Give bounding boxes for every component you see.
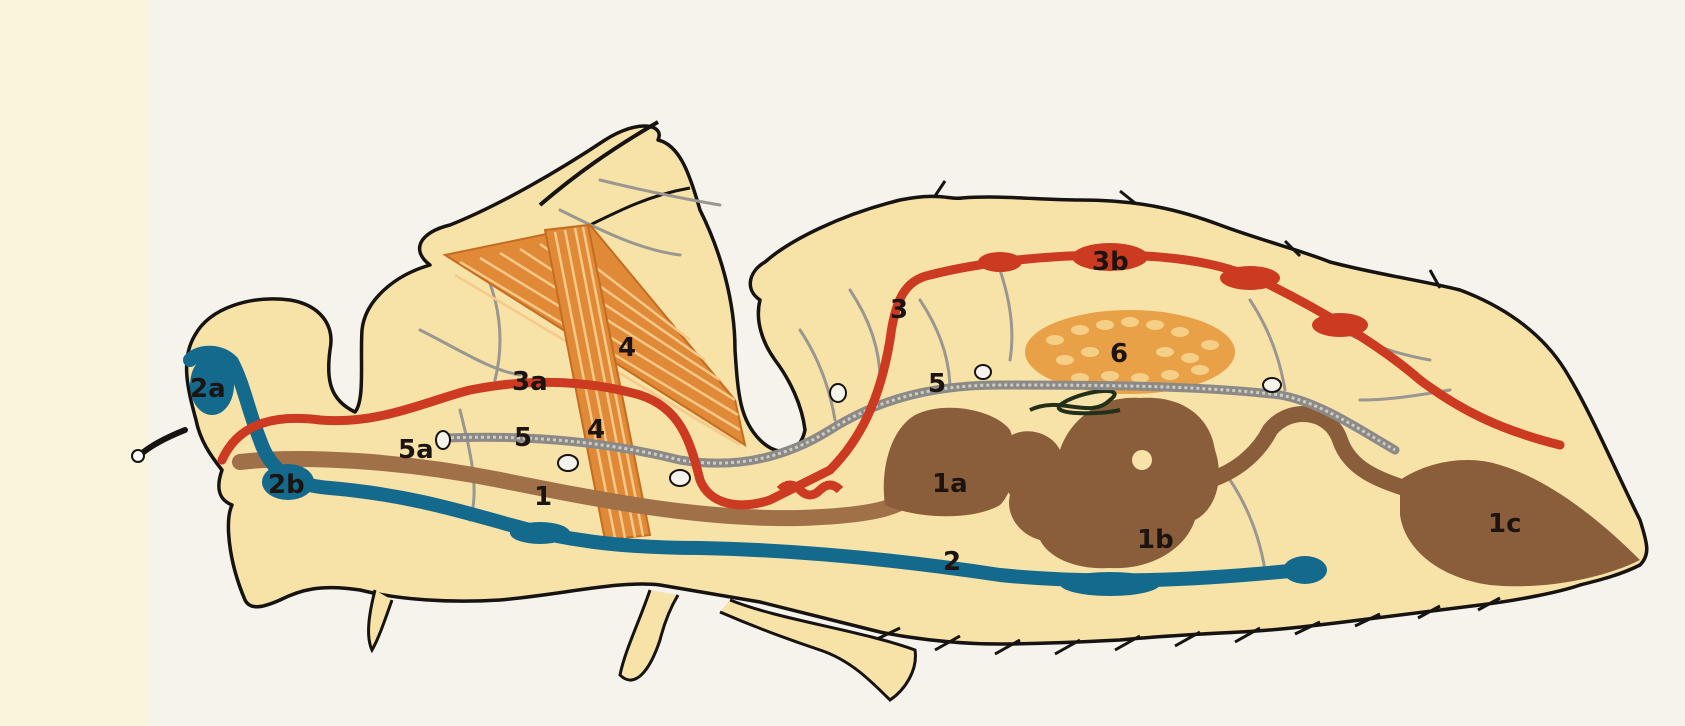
ganglion-abdominal-1 <box>830 384 846 402</box>
label-5a: 5a <box>398 435 434 465</box>
label-1b: 1b <box>1137 525 1174 555</box>
midgut-lumen <box>1132 450 1152 470</box>
label-2: 2 <box>943 547 961 577</box>
label-3b: 3b <box>1092 247 1129 277</box>
label-5-right: 5 <box>928 369 946 399</box>
label-3: 3 <box>890 295 908 325</box>
ganglion-thoracic-1 <box>558 455 578 471</box>
label-2b: 2b <box>268 470 305 500</box>
label-3a: 3a <box>512 367 548 397</box>
label-4-upper: 4 <box>618 333 636 363</box>
ganglion-5a <box>436 431 450 449</box>
label-1: 1 <box>534 482 552 512</box>
label-6: 6 <box>1110 339 1128 369</box>
label-4-lower: 4 <box>587 415 605 445</box>
ganglion-abdominal-3 <box>1263 378 1281 392</box>
antenna-tip <box>132 450 144 462</box>
label-2a: 2a <box>190 374 226 404</box>
label-1c: 1c <box>1488 509 1522 539</box>
left-margin-tint <box>0 0 150 726</box>
ganglion-thoracic-2 <box>670 470 690 486</box>
ganglion-abdominal-2 <box>975 365 991 379</box>
label-5-left: 5 <box>514 423 532 453</box>
label-1a: 1a <box>932 469 968 499</box>
